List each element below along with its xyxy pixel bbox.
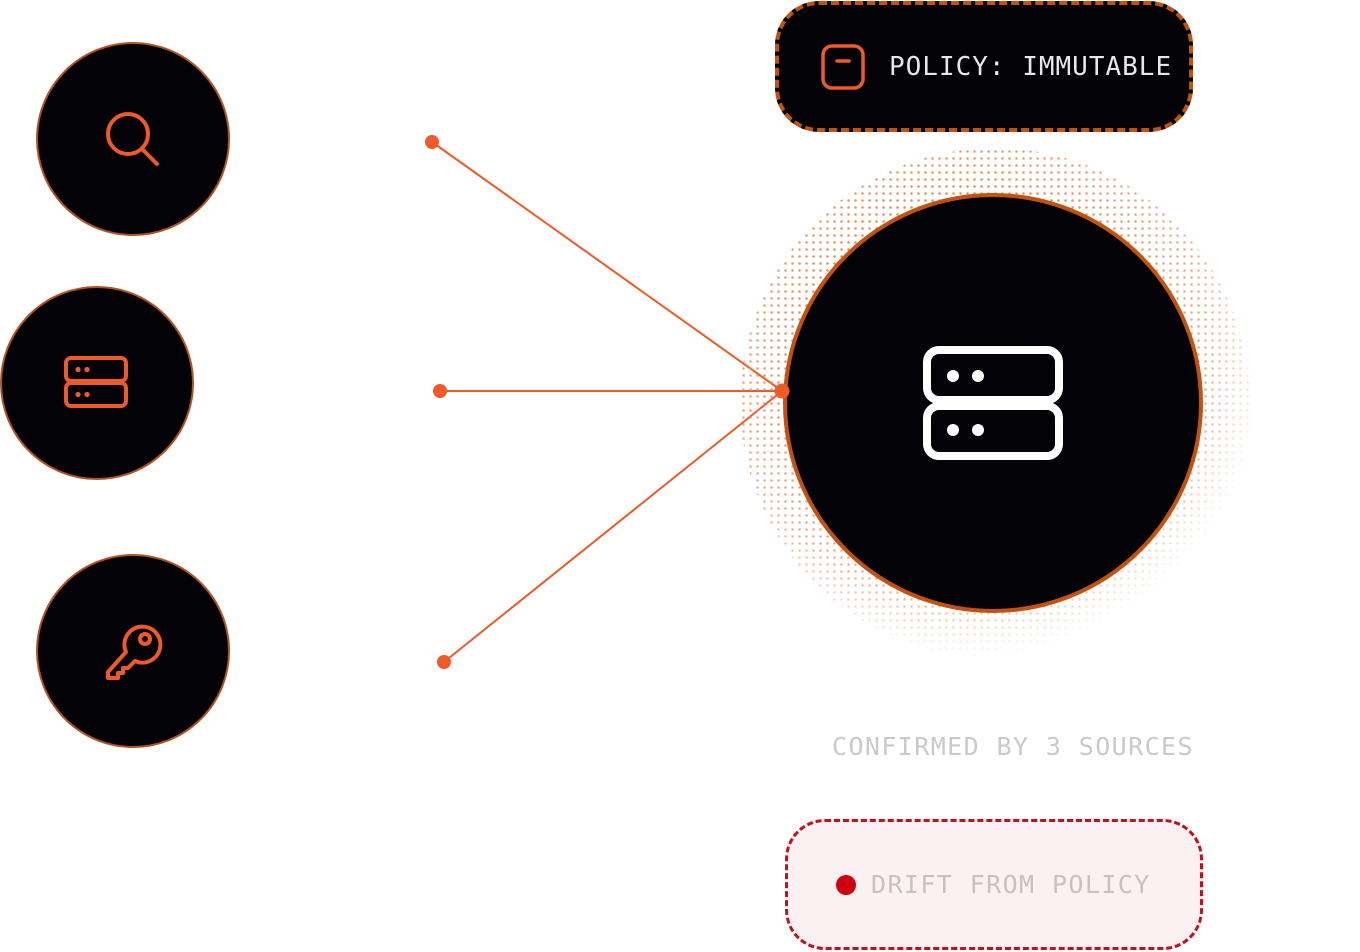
connector-dot-search [425, 135, 439, 149]
connector-line-search [431, 141, 783, 392]
hub-entry-dot [774, 383, 790, 399]
connector-line-key [443, 390, 783, 663]
drift-badge: DRIFT FROM POLICY [785, 819, 1203, 950]
database-icon [923, 346, 1063, 460]
source-node-server [0, 286, 194, 480]
source-node-search [36, 42, 230, 236]
policy-badge-label: POLICY: IMMUTABLE [889, 51, 1173, 82]
source-node-key [36, 554, 230, 748]
policy-doc-icon [821, 43, 865, 90]
server-icon [64, 356, 128, 408]
connector-dot-key [437, 655, 451, 669]
policy-badge: POLICY: IMMUTABLE [775, 1, 1193, 132]
hub-node [783, 193, 1203, 613]
confirmed-caption: CONFIRMED BY 3 SOURCES [832, 732, 1194, 761]
drift-status-dot [836, 874, 856, 895]
key-icon [106, 624, 163, 680]
connector-dot-server [433, 384, 447, 398]
search-icon [106, 112, 159, 166]
drift-badge-label: DRIFT FROM POLICY [871, 870, 1151, 899]
